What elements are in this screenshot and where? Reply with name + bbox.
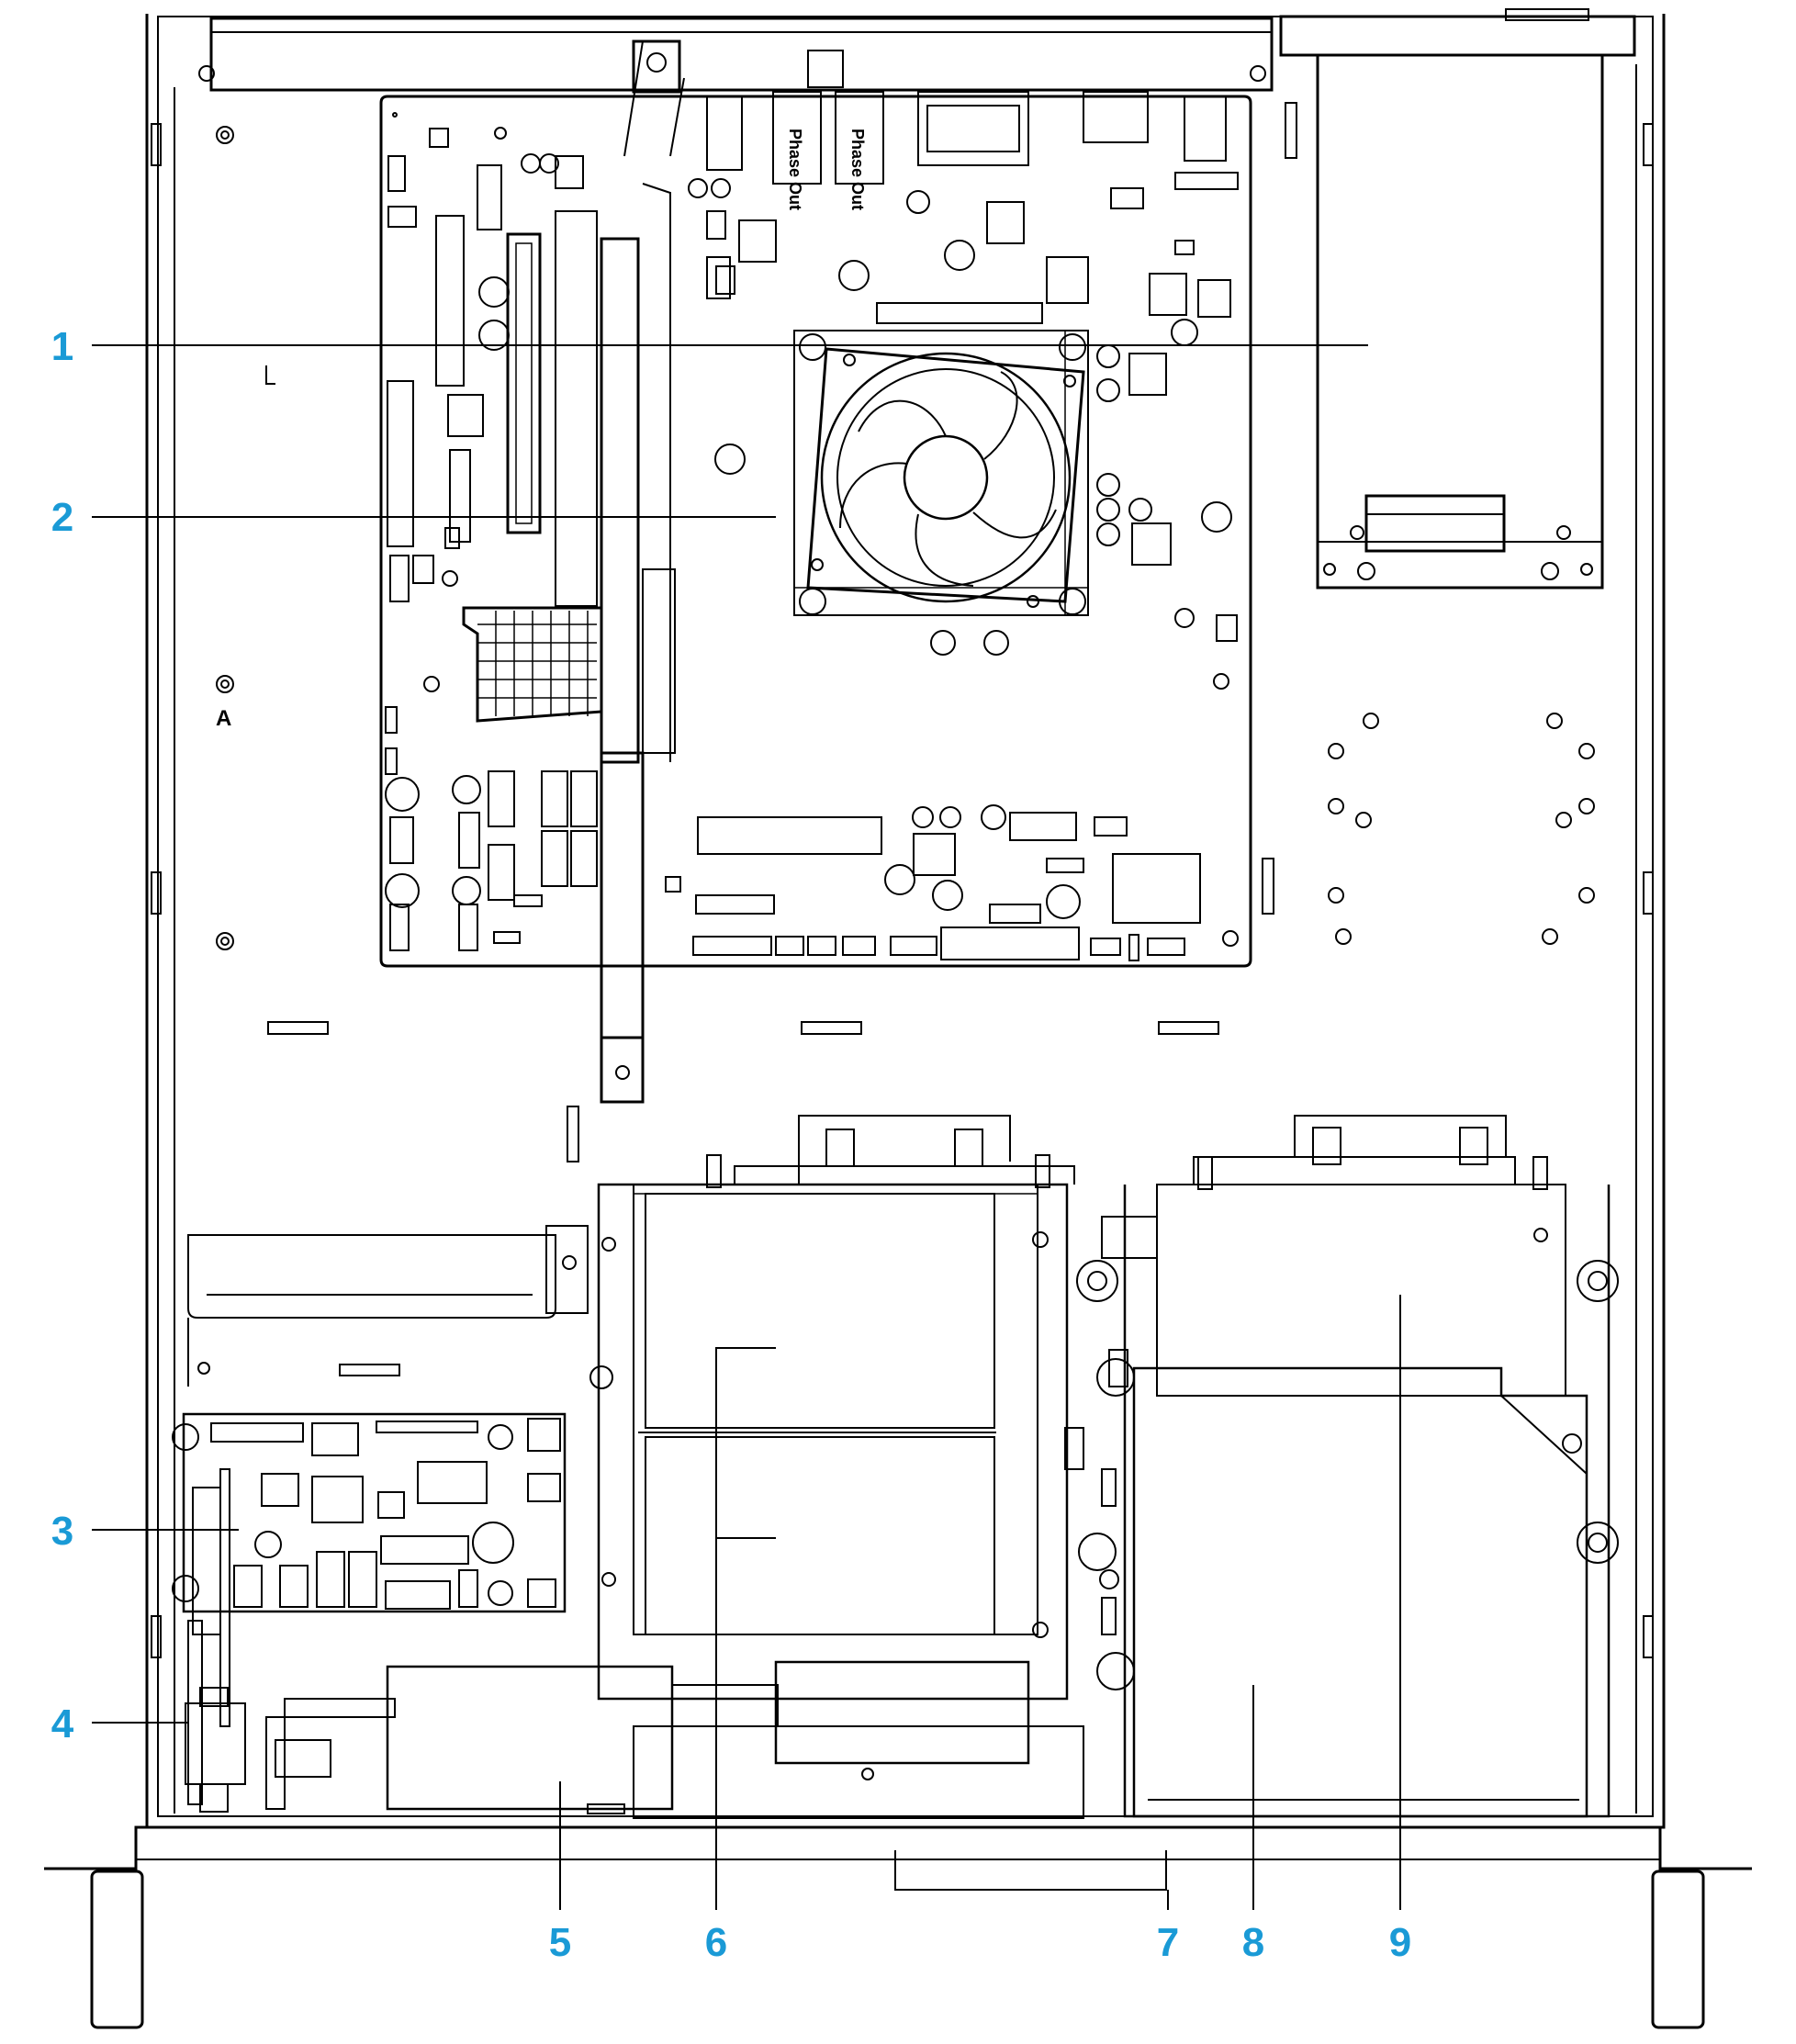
chassis-outline [145, 14, 1666, 1829]
front-io-board [172, 1412, 567, 1727]
hdd-bay-right [1076, 1115, 1619, 1818]
callout-7: 7 [1157, 1920, 1179, 1965]
front-bracket-left [187, 1225, 589, 1387]
front-usb-module [386, 1665, 674, 1814]
motherboard [379, 40, 1252, 1104]
callout-4: 4 [51, 1701, 74, 1746]
callout-9: 9 [1389, 1920, 1411, 1965]
drive-cage [589, 1115, 1084, 1819]
callout-5: 5 [549, 1920, 571, 1965]
callout-6: 6 [705, 1920, 727, 1965]
sata-ports [488, 770, 598, 901]
callout-2: 2 [51, 495, 73, 540]
callout-1: 1 [51, 324, 73, 369]
chipset-heatsink [462, 606, 603, 723]
front-panel [44, 1825, 1752, 2029]
phase-out-label-2: Phase Out [848, 129, 867, 210]
chassis-standoffs [216, 126, 1595, 1162]
power-supply [1285, 55, 1604, 590]
cpu-cooler [793, 330, 1089, 616]
power-switch [185, 1620, 396, 1813]
phase-out-label-1: Phase Out [786, 129, 804, 210]
rear-io-bracket [198, 8, 1636, 94]
leader-lines [92, 344, 1401, 1910]
callout-8: 8 [1242, 1920, 1264, 1965]
callout-3: 3 [51, 1509, 73, 1554]
riser-card [555, 40, 685, 1104]
chassis-letter-a: A [216, 706, 231, 731]
